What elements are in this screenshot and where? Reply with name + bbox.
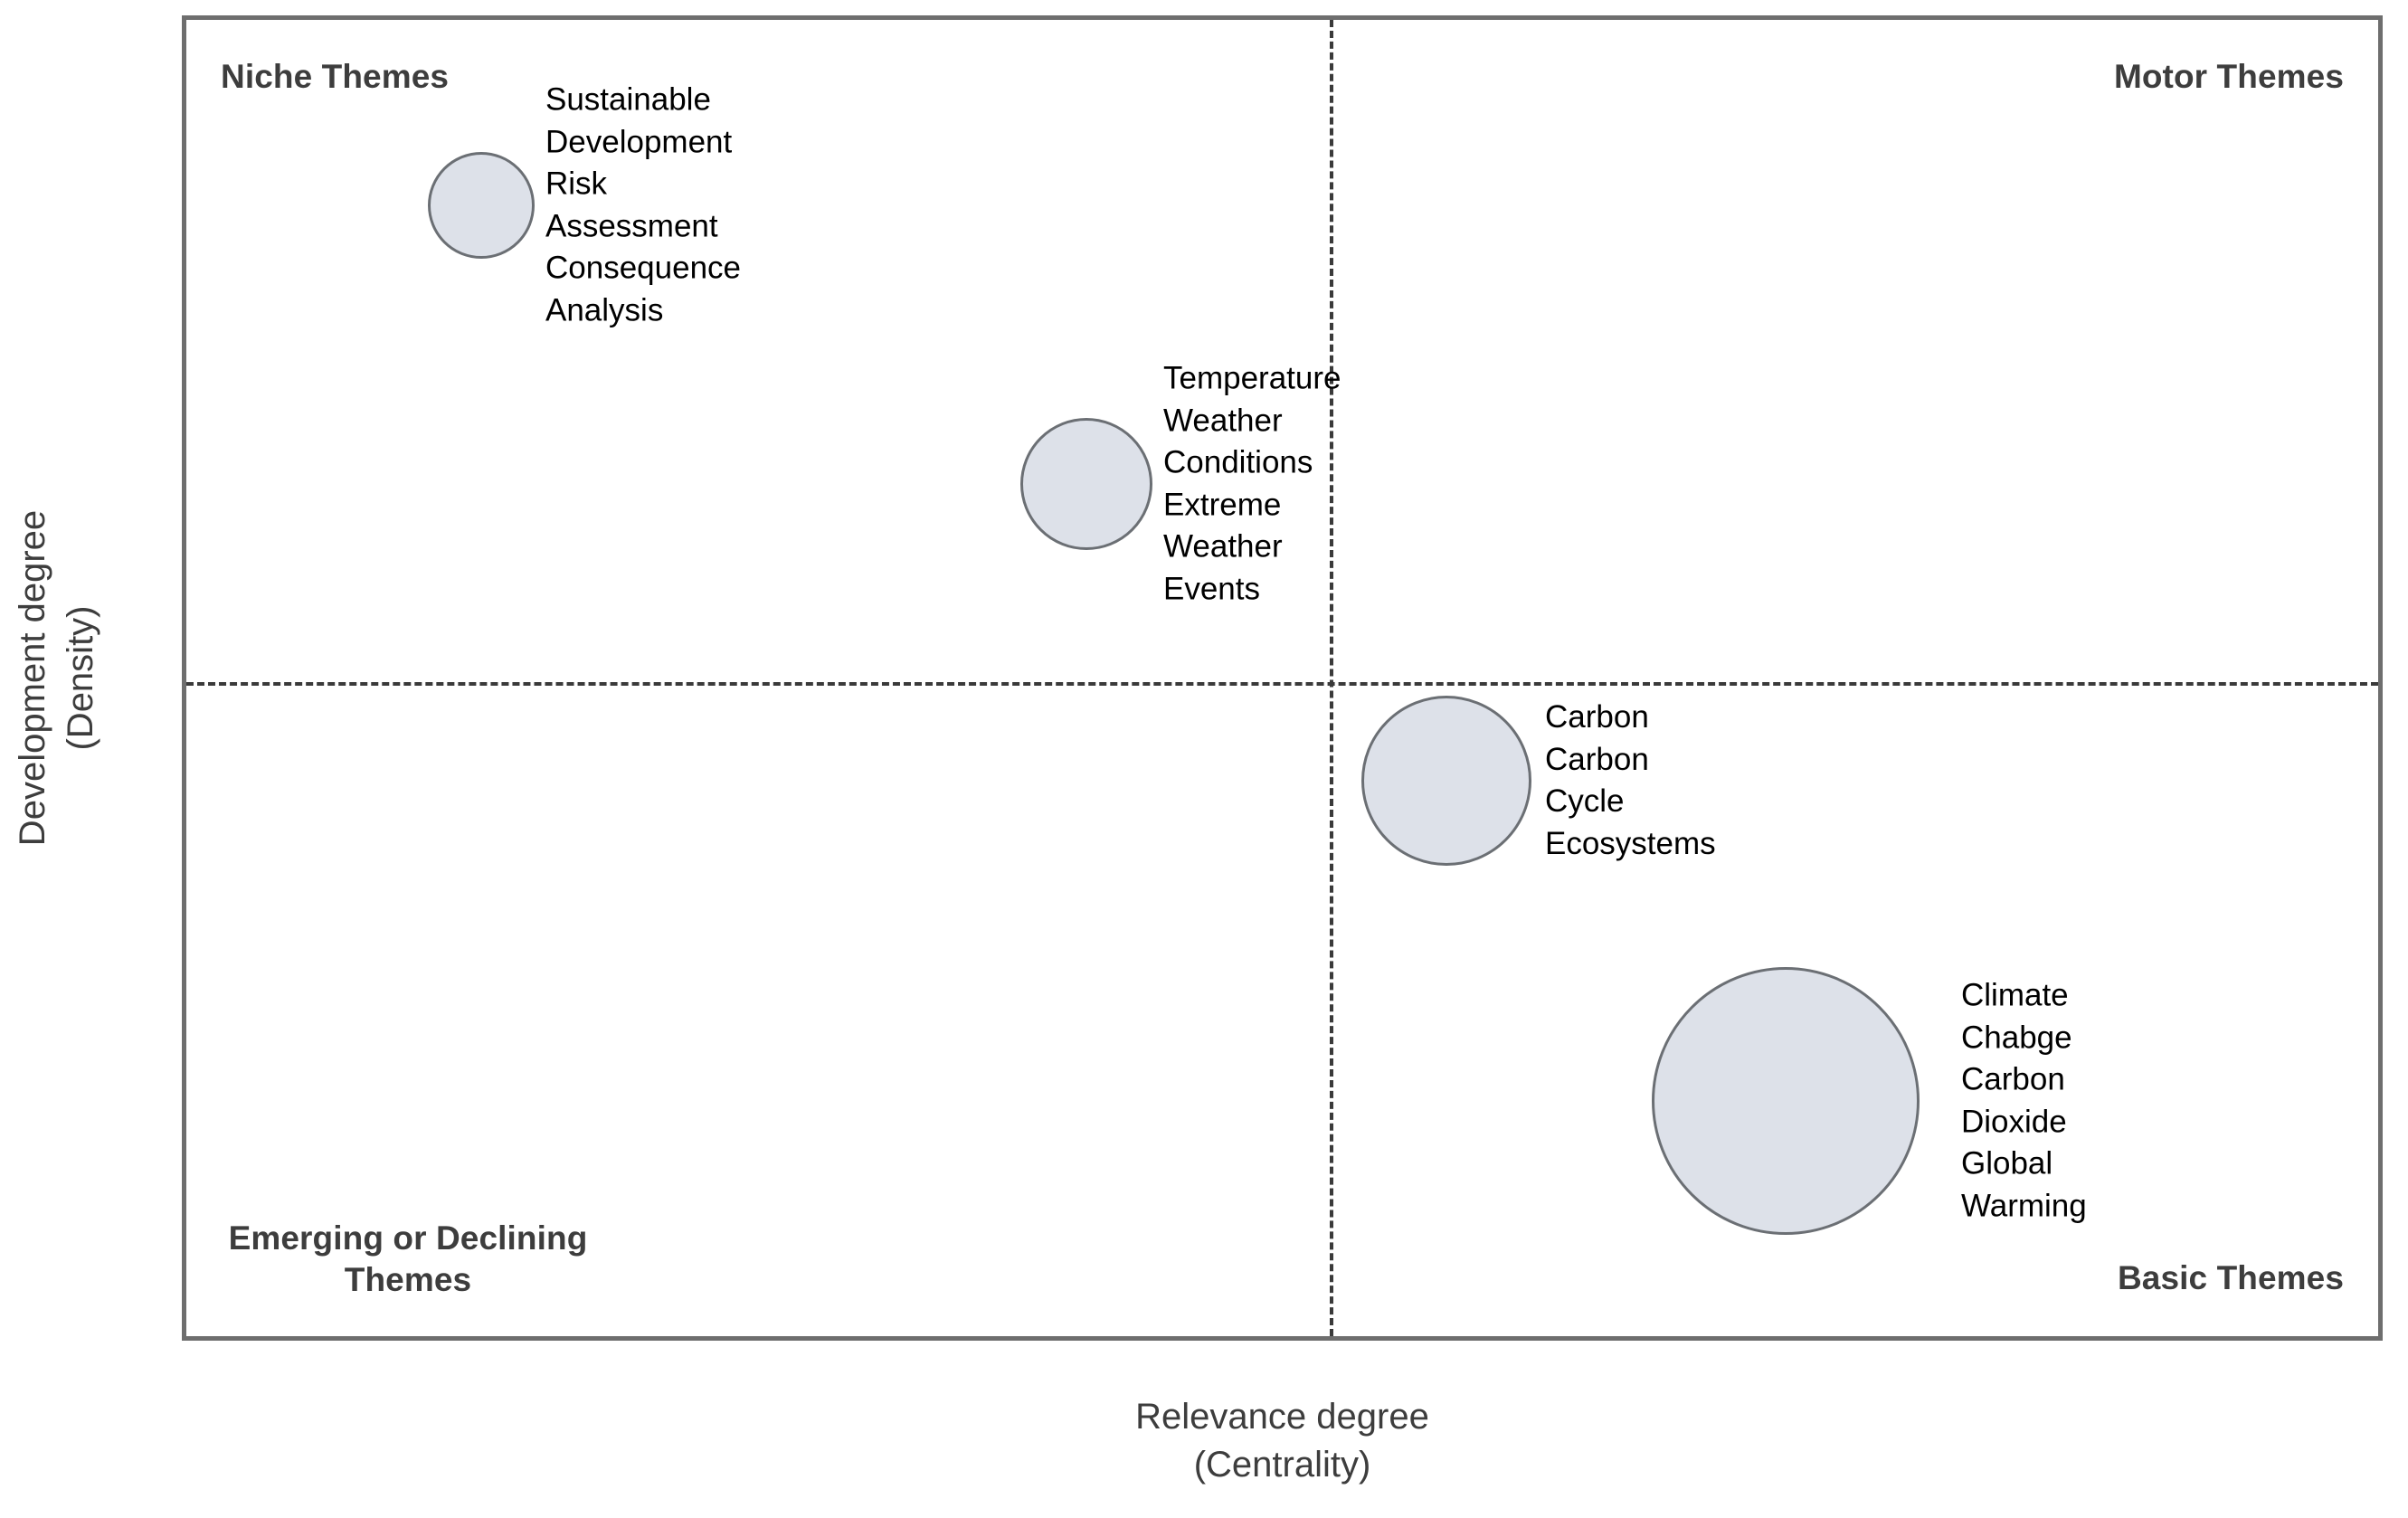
bubble-label: Climate Chabge Carbon Dioxide Global War… (1961, 977, 2087, 1224)
quadrant-label-basic-themes: Basic Themes (2117, 1259, 2344, 1297)
horizontal-quadrant-divider (186, 682, 2378, 686)
quadrant-label-motor-themes: Motor Themes (2113, 58, 2344, 95)
thematic-map-plot-area: Niche Themes Motor Themes Emerging or De… (182, 15, 2383, 1341)
quadrant-label-emerging-or-declining-themes: Emerging or Declining Themes (228, 1219, 588, 1299)
bubble-marker[interactable] (1652, 967, 1920, 1235)
bubble-marker[interactable] (1020, 418, 1152, 550)
x-axis-title: Relevance degree (Centrality) (1135, 1397, 1429, 1485)
quadrant-label-niche-themes: Niche Themes (221, 58, 450, 95)
vertical-quadrant-divider (1330, 20, 1333, 1336)
bubble-label: Carbon Carbon Cycle Ecosystems (1545, 698, 1716, 861)
bubble-marker[interactable] (1361, 696, 1531, 866)
y-axis-title: Development degree (Density) (13, 509, 100, 847)
bubble-label: Temperature Weather Conditions Extreme W… (1163, 360, 1341, 607)
bubble-label: Sustainable Development Risk Assessment … (545, 81, 741, 328)
bubble-marker[interactable] (428, 152, 535, 259)
